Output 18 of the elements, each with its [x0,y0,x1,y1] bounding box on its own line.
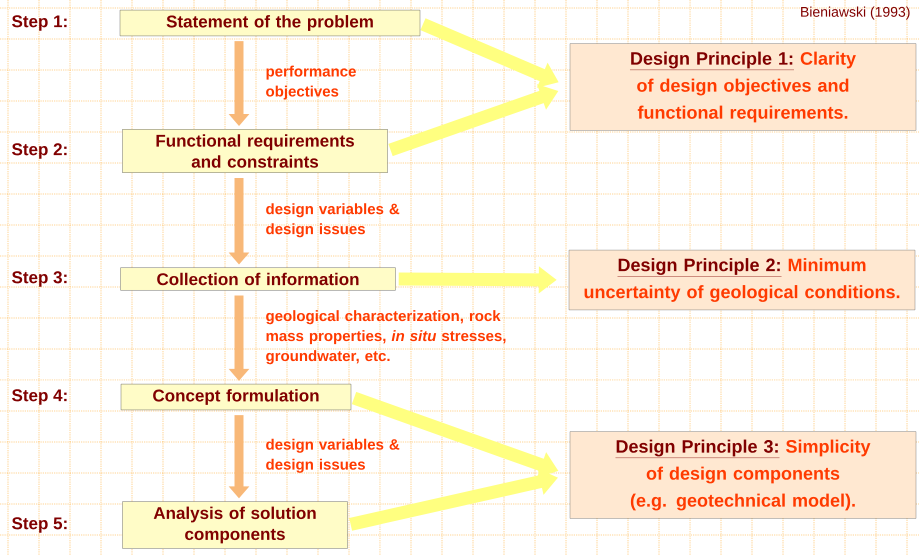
edge-label: design variables & design issues [266,438,400,473]
source-note: Bieniawski (1993) [801,6,910,20]
step-box: Functional requirements and constraints [122,129,388,173]
step-label: Step 2: [12,143,67,159]
step-box: Statement of the problem [120,10,420,36]
principle-box: Design Principle 1: Clarity of design objectives and functional requirements. [570,43,916,131]
edge-label: design variables & design issues [266,203,400,238]
step-box: Analysis of solution components [122,501,348,549]
principle-box: Design Principle 2: Minimum uncertainty of geological conditions. [568,250,916,310]
step-label: Step 1: [12,15,67,31]
step-label: Step 4: [12,389,67,405]
step-box: Collection of information [120,268,396,290]
principle-box: Design Principle 3: Simplicity of design components (e.g. geotechnical model). [570,431,916,519]
edge-label: geological characterization, rock mass properties, in situ stresses, groundwater, etc. [266,310,506,364]
edge-label: performance objectives [266,66,356,100]
step-label: Step 5: [12,517,67,533]
step-box: Concept formulation [120,384,352,410]
step-label: Step 3: [12,271,67,287]
